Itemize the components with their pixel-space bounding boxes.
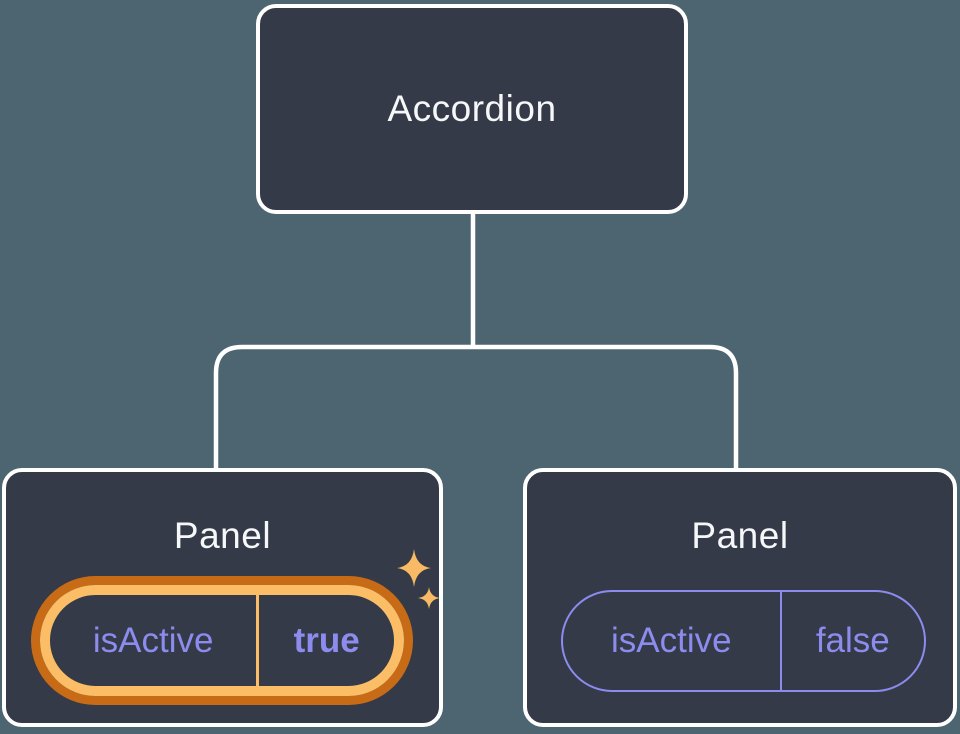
isactive-state-pill-inactive: isActive false [561,590,926,692]
prop-value: false [815,621,890,660]
sparkle-small [418,587,440,609]
connector-bracket [213,344,739,469]
panel-node-right: Panel isActive false [523,468,957,727]
panel-node-left-title: Panel [173,515,272,556]
pill-divider [779,592,782,690]
prop-value: true [293,620,360,660]
pill-divider [256,595,260,686]
isactive-state-pill-active: isActive true [40,585,404,696]
accordion-node-title: Accordion [387,88,557,129]
accordion-node: Accordion [256,4,688,214]
prop-name: isActive [92,620,214,660]
panel-node-left: Panel isActive true [2,468,443,727]
prop-name: isActive [611,621,732,660]
panel-node-right-title: Panel [691,515,789,556]
